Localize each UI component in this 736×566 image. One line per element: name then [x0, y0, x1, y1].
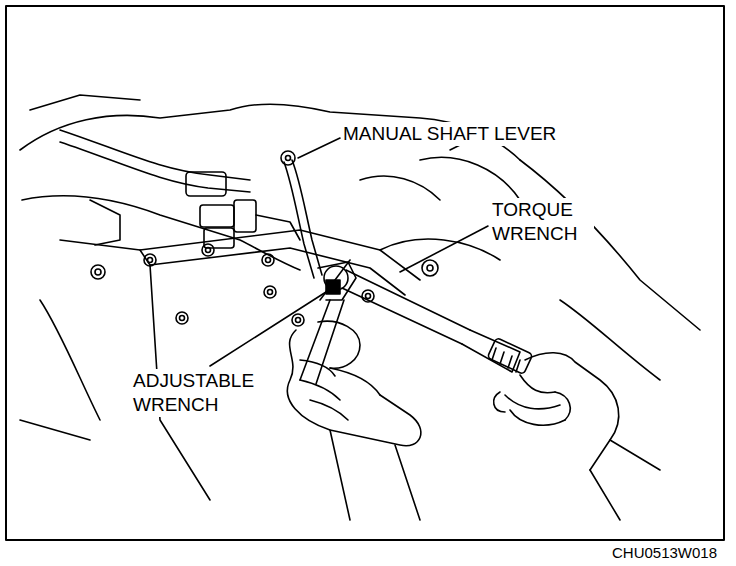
figure-code: CHU0513W018 — [610, 544, 719, 562]
part-label: MANUAL SHAFT LEVER — [341, 122, 558, 146]
right-hand — [494, 353, 660, 520]
transmission-case — [20, 95, 700, 500]
wire-harness — [60, 130, 520, 248]
frame — [6, 6, 724, 540]
part-label: ADJUSTABLE WRENCH — [131, 369, 275, 417]
left-hand — [287, 321, 421, 520]
leader-line — [400, 226, 488, 272]
torque-wrench — [320, 260, 533, 374]
leader-line — [298, 138, 340, 158]
part-label: TORQUE WRENCH — [490, 198, 594, 246]
manual-shaft-lever — [281, 151, 322, 278]
